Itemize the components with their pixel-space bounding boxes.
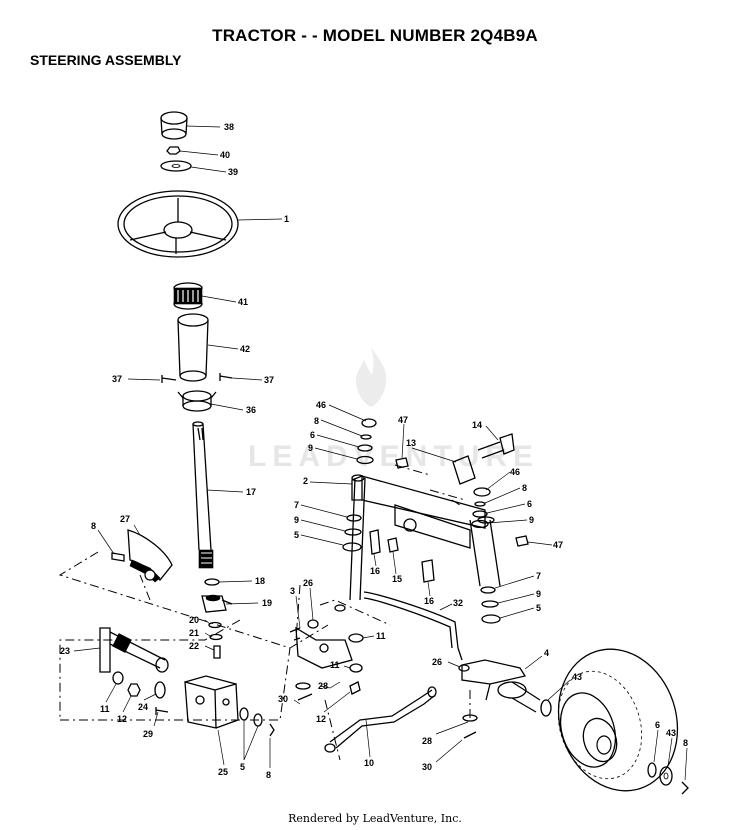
callout-24: 24 bbox=[138, 702, 148, 712]
callout-39: 39 bbox=[228, 167, 238, 177]
callout-29: 29 bbox=[143, 729, 153, 739]
callout-40: 40 bbox=[220, 150, 230, 160]
callout-9-right-stack: 9 bbox=[529, 515, 534, 525]
callout-28-left: 28 bbox=[318, 681, 328, 691]
callout-37-right: 37 bbox=[264, 375, 274, 385]
sector-gear bbox=[127, 529, 173, 583]
flame-logo-icon bbox=[355, 347, 387, 407]
callout-9-left-stack: 9 bbox=[308, 443, 313, 453]
callout-9-left: 9 bbox=[294, 515, 299, 525]
callout-5-left: 5 bbox=[294, 530, 299, 540]
part-callouts: 38 40 39 1 41 42 37 37 36 17 27 8 18 19 … bbox=[60, 122, 688, 780]
callout-8-gear: 8 bbox=[91, 521, 96, 531]
callout-4: 4 bbox=[544, 648, 549, 658]
callout-15: 15 bbox=[392, 574, 402, 584]
callout-6-wheel: 6 bbox=[655, 720, 660, 730]
callout-7-left: 7 bbox=[294, 500, 299, 510]
callout-12-left: 12 bbox=[117, 714, 127, 724]
callout-14: 14 bbox=[472, 420, 482, 430]
front-axle bbox=[349, 474, 501, 601]
left-spindle bbox=[289, 604, 353, 669]
callout-11-spindle: 11 bbox=[376, 631, 386, 641]
callout-2: 2 bbox=[303, 476, 308, 486]
callout-12-spindle: 12 bbox=[316, 714, 326, 724]
callout-30-right: 30 bbox=[422, 762, 432, 772]
callout-6-left-stack: 6 bbox=[310, 430, 315, 440]
callout-10: 10 bbox=[364, 758, 374, 768]
callout-41: 41 bbox=[238, 297, 248, 307]
callout-26-right: 26 bbox=[432, 657, 442, 667]
footer-credit: Rendered by LeadVenture, Inc. bbox=[288, 812, 462, 825]
callout-43-hub: 43 bbox=[572, 672, 582, 682]
callout-5-right: 5 bbox=[536, 603, 541, 613]
callout-8-left-stack: 8 bbox=[314, 416, 319, 426]
callout-11-left: 11 bbox=[100, 704, 110, 714]
callout-20: 20 bbox=[189, 615, 199, 625]
callout-37-left: 37 bbox=[112, 374, 122, 384]
callout-25: 25 bbox=[218, 767, 228, 777]
callout-1: 1 bbox=[284, 214, 289, 224]
callout-36: 36 bbox=[246, 405, 256, 415]
callout-5-bracket: 5 bbox=[240, 762, 245, 772]
steering-wheel bbox=[117, 190, 239, 258]
callout-7-right: 7 bbox=[536, 571, 541, 581]
callout-21: 21 bbox=[189, 628, 199, 638]
section-title: STEERING ASSEMBLY bbox=[30, 52, 182, 68]
pivot-shaft bbox=[99, 627, 169, 673]
drag-link bbox=[324, 686, 437, 753]
callout-23: 23 bbox=[60, 646, 70, 656]
callout-19: 19 bbox=[262, 598, 272, 608]
steering-bracket bbox=[177, 390, 217, 412]
front-wheel bbox=[557, 648, 679, 792]
right-spindle bbox=[458, 659, 541, 713]
callout-43-wheel: 43 bbox=[666, 728, 676, 738]
callout-16-right: 16 bbox=[424, 596, 434, 606]
steering-shaft bbox=[192, 421, 214, 569]
callout-30-left: 30 bbox=[278, 694, 288, 704]
steering-bushing bbox=[173, 282, 203, 310]
callout-32: 32 bbox=[453, 598, 463, 608]
steering-support-bracket bbox=[184, 675, 239, 729]
pinion-block bbox=[201, 594, 233, 613]
callout-47-left: 47 bbox=[398, 415, 408, 425]
steering-tube bbox=[177, 313, 209, 382]
callout-17: 17 bbox=[246, 487, 256, 497]
tie-rod bbox=[363, 591, 463, 661]
callout-26-left: 26 bbox=[303, 578, 313, 588]
callout-42: 42 bbox=[240, 344, 250, 354]
callout-13: 13 bbox=[406, 438, 416, 448]
callout-8-bracket: 8 bbox=[266, 770, 271, 780]
page-title: TRACTOR - - MODEL NUMBER 2Q4B9A bbox=[212, 26, 538, 45]
callout-8-wheel: 8 bbox=[683, 738, 688, 748]
steering-wheel-cap bbox=[160, 111, 188, 140]
callout-46-left: 46 bbox=[316, 400, 326, 410]
callout-22: 22 bbox=[189, 641, 199, 651]
callout-28-right: 28 bbox=[422, 736, 432, 746]
callout-27: 27 bbox=[120, 514, 130, 524]
callout-46-right: 46 bbox=[510, 467, 520, 477]
callout-3: 3 bbox=[290, 586, 295, 596]
callout-38: 38 bbox=[224, 122, 234, 132]
callout-16-left: 16 bbox=[370, 566, 380, 576]
callout-8-right-stack: 8 bbox=[522, 483, 527, 493]
leader-lines bbox=[73, 125, 688, 781]
callout-9-right: 9 bbox=[536, 589, 541, 599]
callout-18: 18 bbox=[255, 576, 265, 586]
callout-6-right-stack: 6 bbox=[527, 499, 532, 509]
callout-47-right: 47 bbox=[553, 540, 563, 550]
callout-11-lower: 11 bbox=[330, 660, 340, 670]
